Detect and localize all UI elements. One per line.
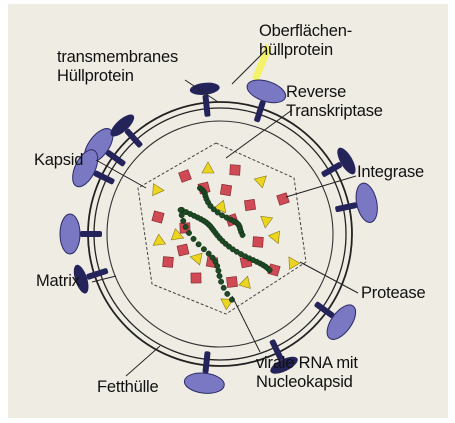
label-surface-protein: Oberflächen- hüllprotein — [259, 22, 352, 60]
reverse-transcriptase-marker — [191, 273, 201, 283]
label-line: Nucleokapsid — [256, 373, 358, 392]
rna-bead — [181, 218, 186, 223]
label-integrase: Integrase — [357, 163, 424, 182]
protease-marker — [259, 216, 272, 229]
label-line: Oberflächen- — [259, 22, 352, 41]
reverse-transcriptase-marker — [253, 237, 264, 248]
reverse-transcriptase-marker — [244, 199, 255, 210]
label-line: hüllprotein — [259, 41, 352, 60]
label-line: Transkriptase — [286, 102, 383, 121]
rna-bead — [179, 213, 184, 218]
label-line: Hüllprotein — [57, 67, 178, 86]
surface-protein — [331, 181, 380, 229]
protease-marker — [269, 231, 284, 246]
protease-marker — [239, 275, 254, 289]
reverse-transcriptase-marker — [230, 165, 241, 176]
rna-bead — [218, 279, 223, 284]
rna-bead — [217, 273, 222, 278]
rna-bead — [216, 268, 221, 273]
label-protease: Protease — [361, 284, 425, 303]
leader-protease — [300, 262, 358, 293]
label-transmembrane-protein: transmembranes Hüllprotein — [57, 48, 178, 86]
reverse-transcriptase-marker — [277, 193, 290, 206]
transmembrane-protein — [189, 81, 222, 118]
protease-marker — [202, 162, 214, 173]
label-line: virale RNA mit — [256, 354, 358, 373]
protease-marker — [153, 184, 165, 197]
reverse-transcriptase-marker — [220, 184, 231, 195]
leader-lipid-envelope — [126, 346, 160, 376]
reverse-transcriptase-marker — [179, 170, 192, 183]
rna-bead — [240, 232, 245, 237]
surface-protein — [60, 214, 102, 254]
label-viral-rna: virale RNA mit Nucleokapsid — [256, 354, 358, 392]
reverse-transcriptase-marker — [152, 211, 164, 223]
rna-bead — [186, 230, 191, 235]
matrix-layer — [107, 121, 333, 347]
protease-marker — [189, 251, 202, 265]
lipid-envelope-outer — [88, 102, 352, 366]
surface-protein — [304, 287, 361, 344]
label-lipid-envelope: Fetthülle — [97, 378, 159, 397]
rna-bead — [221, 285, 226, 290]
surface-protein — [237, 76, 288, 128]
label-reverse-transcriptase: Reverse Transkriptase — [286, 83, 383, 121]
rna-bead — [201, 247, 206, 252]
reverse-transcriptase-marker — [226, 276, 237, 287]
rna-bead — [183, 224, 188, 229]
reverse-transcriptase-marker — [163, 257, 174, 268]
rna-bead — [191, 236, 196, 241]
rna-bead — [267, 268, 272, 273]
label-matrix: Matrix — [36, 272, 80, 291]
protease-marker — [150, 234, 166, 250]
label-line: Reverse — [286, 83, 383, 102]
rna-bead — [196, 242, 201, 247]
rna-bead — [225, 291, 230, 296]
lipid-envelope-inner — [94, 108, 346, 360]
rna-bead — [178, 207, 183, 212]
protease-marker — [254, 172, 270, 188]
rna-bead — [206, 251, 211, 256]
label-line: transmembranes — [57, 48, 178, 67]
protease-marker — [284, 254, 300, 270]
label-capsid: Kapsid — [34, 151, 83, 170]
reverse-transcriptase-marker — [177, 244, 189, 256]
